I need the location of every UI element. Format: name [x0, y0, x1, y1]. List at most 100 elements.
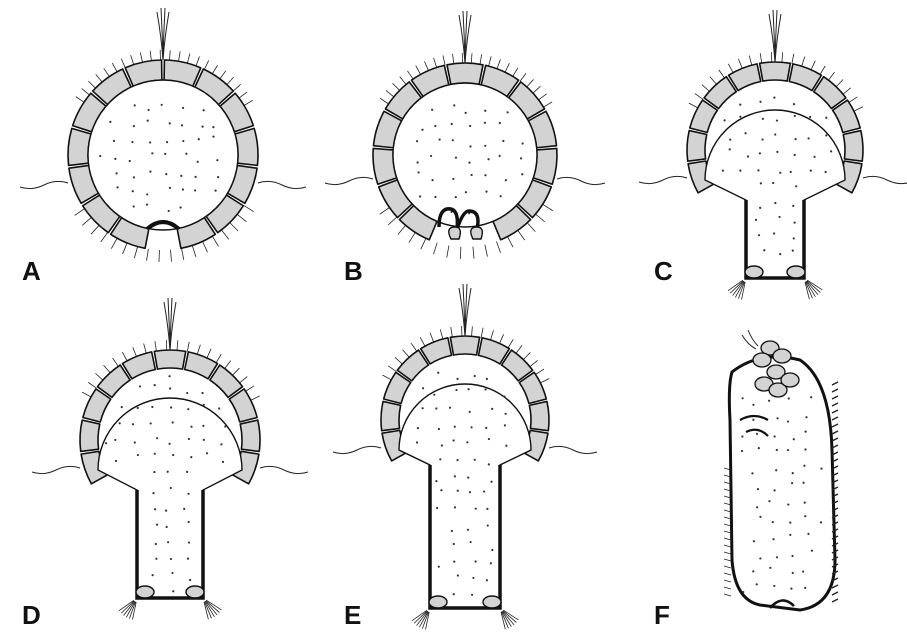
bristle — [170, 50, 171, 60]
stipple-dot — [741, 450, 743, 452]
head-cell — [773, 349, 791, 363]
stipple-dot — [155, 558, 157, 560]
stipple-dot — [203, 109, 205, 111]
stipple-dot — [810, 396, 812, 398]
stipple-dot — [439, 458, 441, 460]
stipple-dot — [776, 449, 778, 451]
bristle — [710, 77, 717, 84]
stipple-dot — [499, 155, 501, 157]
bristle — [516, 345, 522, 353]
stipple-dot — [792, 205, 794, 207]
bristle — [480, 54, 482, 64]
bristle — [225, 361, 231, 369]
body-hair — [724, 587, 731, 589]
bristle — [792, 54, 794, 64]
bristle — [395, 357, 402, 364]
stipple-dot — [759, 557, 761, 559]
panel-a-drawing — [20, 8, 306, 262]
foot-cell — [483, 596, 501, 608]
stipple-dot — [430, 155, 432, 157]
bristle — [197, 345, 200, 355]
stipple-dot — [475, 508, 477, 510]
stipple-dot — [183, 508, 185, 510]
bristle — [490, 330, 493, 340]
stipple-dot — [171, 572, 173, 574]
panel-f-drawing — [724, 330, 838, 610]
stipple-dot — [152, 574, 154, 576]
epidermal-cell — [760, 62, 791, 81]
stipple-dot — [151, 406, 153, 408]
stipple-dot — [772, 538, 774, 540]
bristle — [728, 64, 733, 73]
stipple-dot — [774, 202, 776, 204]
stipple-dot — [115, 460, 117, 462]
bristle — [187, 54, 190, 64]
stipple-dot — [113, 140, 115, 142]
stipple-dot — [441, 444, 443, 446]
stipple-dot — [499, 122, 501, 124]
stipple-dot — [454, 426, 456, 428]
stipple-dot — [182, 140, 184, 142]
lateral-hair — [863, 176, 907, 183]
bristle — [407, 71, 413, 79]
bristle — [233, 368, 240, 375]
bristle — [181, 248, 183, 260]
stipple-dot — [804, 448, 806, 450]
stipple-dot — [131, 141, 133, 143]
stipple-dot — [475, 560, 477, 562]
bristle — [434, 243, 438, 254]
bristle — [523, 352, 530, 359]
body-spine — [832, 585, 838, 588]
lateral-hair — [557, 177, 605, 184]
bristle — [416, 66, 421, 75]
bristle — [472, 326, 473, 336]
stipple-dot — [116, 186, 118, 188]
bristle — [500, 334, 504, 343]
foot-cell — [787, 266, 805, 278]
stipple-dot — [438, 566, 440, 568]
larva-body — [399, 384, 531, 608]
stipple-dot — [433, 394, 435, 396]
stipple-dot — [418, 171, 420, 173]
stipple-dot — [455, 196, 457, 198]
stipple-dot — [451, 530, 453, 532]
head-cell — [781, 373, 799, 387]
stipple-dot — [455, 157, 457, 159]
stipple-dot — [172, 421, 174, 423]
stipple-dot — [804, 587, 806, 589]
bristle — [220, 71, 226, 79]
stipple-dot — [763, 249, 765, 251]
stipple-dot — [150, 422, 152, 424]
bristle — [204, 602, 208, 619]
stipple-dot — [212, 126, 214, 128]
stipple-dot — [164, 153, 166, 155]
stipple-dot — [802, 482, 804, 484]
stipple-dot — [154, 384, 156, 386]
bristle — [749, 55, 752, 65]
stipple-dot — [769, 567, 771, 569]
bristle — [187, 342, 189, 352]
bristle — [443, 55, 445, 65]
stipple-dot — [471, 594, 473, 596]
stipple-dot — [436, 507, 438, 509]
stipple-dot — [468, 162, 470, 164]
stipple-dot — [742, 397, 744, 399]
bristle — [544, 102, 553, 107]
stipple-dot — [161, 104, 163, 106]
stipple-dot — [520, 157, 522, 159]
stipple-dot — [773, 232, 775, 234]
stipple-dot — [723, 119, 725, 121]
stipple-dot — [503, 395, 505, 397]
stipple-dot — [456, 378, 458, 380]
stipple-dot — [186, 392, 188, 394]
stipple-dot — [449, 407, 451, 409]
foot-cell — [429, 596, 447, 608]
body-spine — [832, 424, 838, 427]
stipple-dot — [469, 541, 471, 543]
epidermal-cell — [687, 131, 707, 162]
bristle — [409, 232, 415, 242]
stipple-dot — [484, 145, 486, 147]
stipple-dot — [758, 234, 760, 236]
epidermal-cell — [450, 336, 479, 355]
bristle — [244, 100, 253, 105]
